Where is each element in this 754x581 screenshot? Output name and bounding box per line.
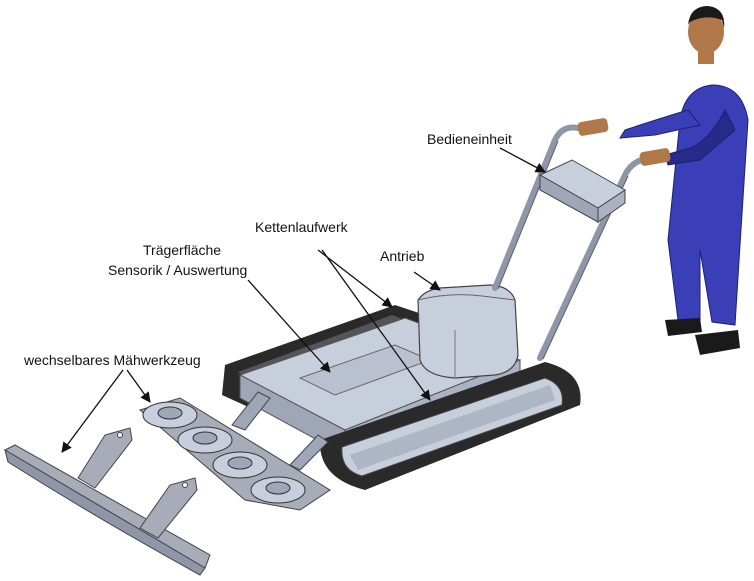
label-sensorik: Sensorik / Auswertung [108, 262, 248, 278]
front-track [319, 362, 581, 490]
arrow-antrieb [413, 271, 441, 291]
sickle-bar-tool [3, 427, 211, 576]
label-bedieneinheit: Bedieneinheit [427, 131, 512, 147]
arrow-kettenlaufwerk-back [317, 249, 393, 308]
drive-unit [417, 284, 519, 379]
linkage-arms [231, 391, 329, 471]
leader-arrows [61, 147, 546, 453]
disc-mower-tool [138, 397, 331, 511]
arrow-bedieneinheit [499, 147, 546, 173]
operator-figure [577, 6, 749, 355]
label-kettenlaufwerk: Kettenlaufwerk [255, 219, 348, 235]
arrow-maehwerkzeug-bar [61, 369, 124, 453]
arrow-traegerflaeche [247, 279, 331, 373]
label-traegerflaeche: Trägerfläche [143, 242, 222, 258]
arrow-kettenlaufwerk-front [321, 249, 431, 401]
label-antrieb: Antrieb [380, 248, 425, 264]
label-maehwerkzeug: wechselbares Mähwerkzeug [24, 352, 201, 368]
arrow-maehwerkzeug-disc [126, 369, 151, 403]
control-unit [538, 159, 626, 223]
